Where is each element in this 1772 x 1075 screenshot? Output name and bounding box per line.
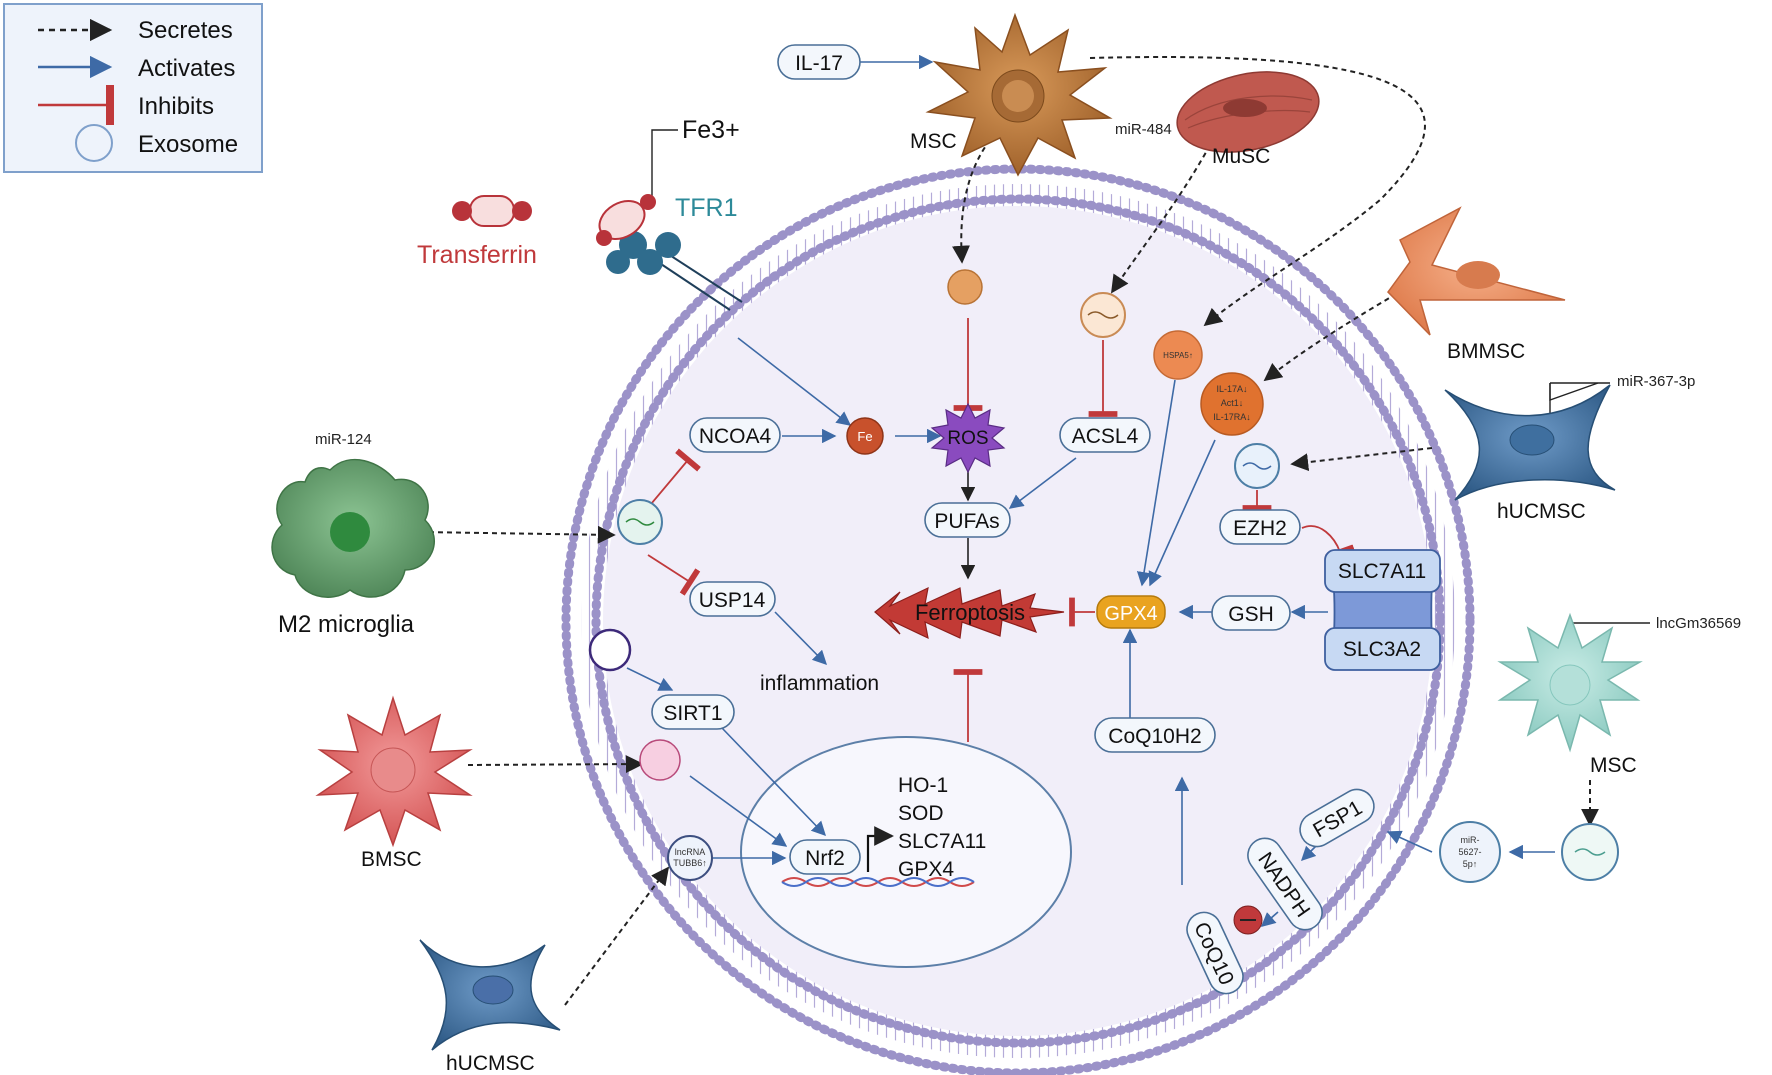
svg-text:PUFAs: PUFAs	[934, 510, 999, 533]
il17a-exosome: IL-17A↓ Act1↓ IL-17RA↓	[1200, 372, 1264, 436]
svg-text:miR-: miR-	[1461, 835, 1480, 845]
tfr1-receptor	[596, 194, 743, 311]
mir484-label: miR-484	[1115, 121, 1172, 138]
legend: Secretes Activates Inhibits Exosome	[3, 3, 263, 173]
svg-text:lncRNA: lncRNA	[675, 847, 706, 857]
slc3a2-label: SLC3A2	[1343, 638, 1421, 661]
pufas-node: PUFAs	[924, 502, 1011, 538]
exosome-purple	[588, 628, 632, 672]
hucmsc-right-cell	[1444, 384, 1616, 501]
m2-microglia-cell	[271, 458, 435, 598]
nrf2-node: Nrf2	[789, 839, 861, 875]
gene-slc7a11: SLC7A11	[898, 830, 986, 853]
svg-text:GPX4: GPX4	[1104, 603, 1157, 625]
msc-top-cell	[925, 12, 1113, 177]
bmsc-label: BMSC	[361, 848, 422, 871]
gene-sod: SOD	[898, 802, 944, 825]
svg-text:ROS: ROS	[947, 428, 988, 449]
coq10h2-node: CoQ10H2	[1094, 717, 1216, 753]
inflammation-label: inflammation	[760, 672, 879, 695]
mir367-label: miR-367-3p	[1617, 373, 1695, 390]
nucleus	[740, 736, 1072, 968]
svg-text:IL-17: IL-17	[795, 52, 843, 75]
gpx4-node: GPX4	[1096, 595, 1166, 629]
mir5627-exosome: miR- 5627- 5p↑	[1439, 821, 1501, 883]
legend-exosome-label: Exosome	[138, 131, 238, 158]
lncrna-exosome: lncRNA TUBB6↑	[667, 835, 713, 881]
exosome-pink	[639, 739, 681, 781]
svg-text:GSH: GSH	[1228, 603, 1274, 626]
msc-top-label: MSC	[910, 130, 957, 153]
hucmsc-bottom-cell	[419, 939, 561, 1051]
bmmsc-cell	[1387, 206, 1566, 336]
fe-node: Fe	[846, 417, 884, 455]
ncoa4-node: NCOA4	[689, 417, 781, 453]
connectors	[419, 54, 1650, 1006]
tfr1-label: TFR1	[675, 194, 738, 222]
svg-text:CoQ10H2: CoQ10H2	[1108, 725, 1201, 748]
fe3-label: Fe3+	[682, 116, 740, 144]
musc-label: MuSC	[1212, 145, 1270, 168]
hucmsc-bottom-label: hUCMSC	[446, 1052, 535, 1075]
transferrin-icon	[452, 195, 532, 227]
msc-right-label: MSC	[1590, 754, 1637, 777]
slc7a11-slc3a2-transporter: SLC7A11 SLC3A2	[1324, 549, 1441, 671]
legend-inhibits-label: Inhibits	[138, 93, 214, 120]
svg-text:TUBB6↑: TUBB6↑	[673, 858, 707, 868]
svg-text:IL-17RA↓: IL-17RA↓	[1213, 412, 1251, 422]
exosome-orange	[947, 269, 983, 305]
hucmsc-right-label: hUCMSC	[1497, 500, 1586, 523]
gene-ho1: HO-1	[898, 774, 948, 797]
svg-text:HSPA5↑: HSPA5↑	[1163, 351, 1193, 360]
svg-text:5627-: 5627-	[1458, 847, 1481, 857]
m2-microglia-label: M2 microglia	[278, 611, 415, 638]
legend-secretes-label: Secretes	[138, 17, 233, 44]
ros-node: ROS	[930, 402, 1006, 474]
legend-activates-label: Activates	[138, 55, 235, 82]
transferrin-label: Transferrin	[417, 241, 537, 269]
svg-text:IL-17A↓: IL-17A↓	[1216, 384, 1247, 394]
legend-exosome-icon	[75, 124, 113, 162]
transcription-arrow	[866, 826, 894, 872]
bmsc-cell	[315, 695, 473, 848]
svg-text:Nrf2: Nrf2	[805, 847, 845, 870]
svg-text:NCOA4: NCOA4	[699, 425, 772, 448]
slc7a11-label: SLC7A11	[1338, 560, 1426, 583]
il17-node: IL-17	[777, 44, 861, 80]
svg-text:Ferroptosis: Ferroptosis	[915, 600, 1025, 625]
gsh-node: GSH	[1211, 595, 1291, 631]
svg-text:EZH2: EZH2	[1233, 517, 1287, 540]
svg-text:USP14: USP14	[699, 589, 766, 612]
musc-cell	[1176, 71, 1320, 153]
dna-strand	[781, 877, 975, 887]
lncgm-label: lncGm36569	[1656, 615, 1741, 632]
gene-gpx4: GPX4	[898, 858, 954, 881]
svg-text:SIRT1: SIRT1	[663, 702, 722, 725]
hspa5-exosome: HSPA5↑	[1153, 330, 1203, 380]
msc-right-cell	[1497, 612, 1643, 753]
ferroptosis-node: Ferroptosis	[874, 586, 1065, 640]
acsl4-node: ACSL4	[1059, 417, 1151, 453]
svg-text:Act1↓: Act1↓	[1221, 398, 1244, 408]
ezh2-node: EZH2	[1219, 509, 1301, 545]
sirt1-node: SIRT1	[651, 694, 735, 730]
svg-text:Fe: Fe	[857, 429, 872, 444]
mir124-label: miR-124	[315, 431, 372, 448]
svg-text:ACSL4: ACSL4	[1072, 425, 1139, 448]
bmmsc-label: BMMSC	[1447, 340, 1525, 363]
usp14-node: USP14	[689, 581, 776, 617]
svg-text:5p↑: 5p↑	[1463, 859, 1478, 869]
